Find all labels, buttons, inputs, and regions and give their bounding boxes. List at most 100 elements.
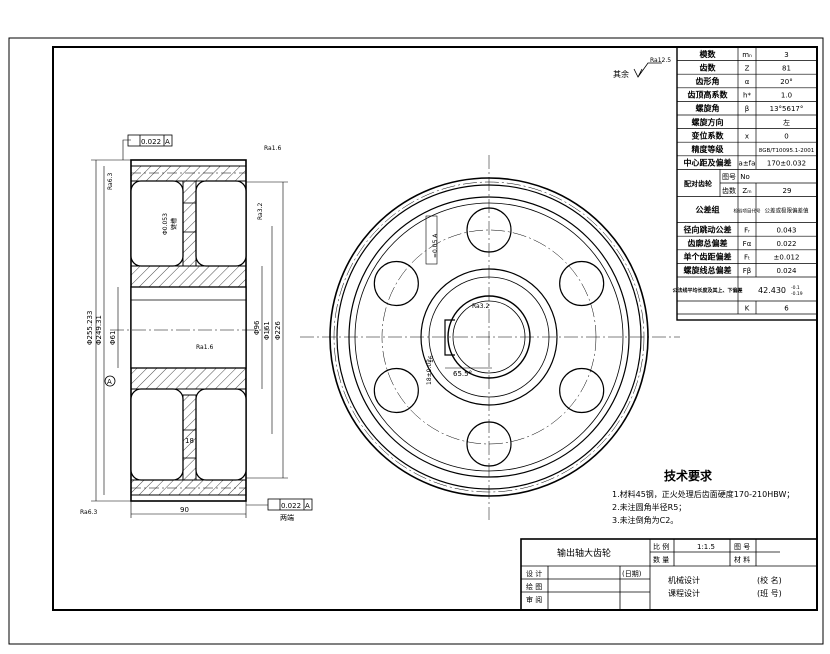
- tolerance-sym-0: Fᵣ: [744, 226, 750, 234]
- gear-param-val-6: 0: [784, 132, 788, 140]
- datum-ref-bottom: A: [305, 502, 310, 510]
- gear-param-val-1: 81: [782, 64, 791, 72]
- gear-param-val-3: 1.0: [781, 92, 792, 100]
- tol-group-label: 公差组: [696, 205, 720, 215]
- designer-label: 设 计: [526, 569, 542, 578]
- class-no: (班 号): [757, 588, 782, 598]
- mating-teeth-sym: Zₘ: [742, 187, 751, 195]
- tol-group-item-code: 检验项目代号: [734, 208, 761, 215]
- tolerance-sym-1: Fα: [743, 240, 752, 248]
- common-normal-value: 42.430: [758, 286, 786, 295]
- tolerance-name-3: 螺旋线总偏差: [684, 265, 732, 275]
- gear-param-name-3: 齿顶高系数: [688, 90, 729, 100]
- reviewer-label: 审 阅: [526, 595, 542, 604]
- roughness-bore: Ra1.6: [196, 344, 213, 351]
- mating-fig-val: No: [740, 173, 750, 181]
- keyway-label: 键槽: [170, 218, 178, 230]
- mating-teeth-key: 齿数: [722, 186, 736, 195]
- keyway-angle-dim: 65.5°: [453, 370, 472, 378]
- span-teeth-val-0: 6: [784, 305, 789, 313]
- rim-top: [130, 165, 247, 182]
- gear-param-sym-6: x: [745, 132, 749, 140]
- fig-no-label: 图 号: [734, 543, 750, 551]
- datum-a-symbol: [104, 375, 116, 387]
- rim-bottom: [130, 479, 247, 496]
- gear-param-name-4: 螺旋角: [696, 103, 720, 113]
- qty-label: 数 量: [653, 555, 669, 564]
- runout-tolerance-top: 0.022 A: [122, 134, 173, 160]
- inner-frame: [52, 46, 818, 611]
- runout-tolerance-bottom: 0.022 A 两端: [246, 498, 313, 522]
- common-normal-label: 公法线平均长度及其上、下偏差: [672, 287, 742, 294]
- tolerance-val-1: 0.022: [776, 240, 796, 248]
- datum-ref-top: A: [165, 138, 170, 146]
- lightening-hole-0: [466, 207, 512, 253]
- gear-param-val-0: 3: [784, 51, 788, 59]
- gear-param-name-2: 齿形角: [696, 76, 720, 86]
- outer-frame: [8, 37, 824, 645]
- common-normal-upper: -0.1: [791, 285, 800, 291]
- gear-param-val-4: 13°5617°: [770, 105, 804, 113]
- param-table-frame: [676, 46, 818, 321]
- keyway-roughness: Ra3.2: [472, 303, 489, 310]
- gear-param-name-5: 螺旋方向: [692, 117, 724, 127]
- title-block: 输出轴大齿轮 比 例 1:1.5 图 号 数 量 材 料 设 计 (日期) 绘 …: [520, 538, 818, 611]
- roughness-bottom-left: Ra6.3: [80, 509, 97, 516]
- tech-note-2: 2.未注圆角半径R5；: [612, 502, 686, 512]
- roughness-top-right: Ra1.6: [264, 145, 281, 152]
- gear-param-sym-4: β: [745, 105, 749, 113]
- runout-value-top: 0.022: [141, 138, 161, 146]
- dim-hole-circle-diameter: Φ161: [263, 321, 271, 340]
- lightening-holes: [373, 207, 605, 467]
- dim-web-diameter: Φ226: [274, 321, 282, 340]
- course-line-2: 课程设计: [668, 588, 700, 598]
- mating-fig-key: 图号: [722, 173, 736, 181]
- web-top: [182, 180, 197, 267]
- dim-tip-diameter: Φ255.233: [86, 311, 94, 345]
- date-label: (日期): [622, 570, 642, 578]
- tolerance-name-1: 齿廓总偏差: [688, 238, 728, 248]
- tolerance-sym-3: Fβ: [743, 267, 752, 275]
- technical-requirements: 技术要求 1.材料45钢，正火处理后齿面硬度170-210HBW； 2.未注圆角…: [612, 468, 794, 525]
- recess-right-bottom: [195, 388, 247, 481]
- part-name: 输出轴大齿轮: [557, 547, 611, 559]
- lightening-hole-2: [373, 367, 419, 414]
- gear-param-val-8: 170±0.032: [767, 160, 806, 168]
- keyway: [444, 319, 455, 356]
- dim-web-thickness: 18: [185, 437, 194, 445]
- runout-value-bottom: 0.022: [281, 502, 301, 510]
- gear-param-sym-0: mₙ: [742, 51, 752, 59]
- tolerance-val-0: 0.043: [776, 226, 796, 234]
- side-section-view: Φ255.233 Φ249.31 Φ61 Φ96 Φ161 Φ226 90 18…: [80, 134, 313, 522]
- dim-hub-diameter: Φ96: [253, 320, 261, 335]
- gear-param-val-7: 8GB/T10095.1-2001: [759, 148, 814, 154]
- dim-face-width: 90: [180, 506, 189, 514]
- bore: [130, 286, 247, 369]
- symmetry-tolerance: =0.05 A: [432, 233, 439, 258]
- gear-param-sym-3: h*: [743, 92, 751, 100]
- gear-param-sym-8: a±fa: [739, 160, 756, 168]
- scale-label: 比 例: [653, 542, 669, 551]
- tolerance-sym-2: Fₜ: [744, 254, 750, 262]
- tech-note-3: 3.未注倒角为C2。: [612, 515, 678, 525]
- course-line-1: 机械设计: [668, 575, 700, 585]
- roughness-symbol-icon: [633, 62, 662, 78]
- gear-param-name-7: 精度等级: [692, 144, 725, 154]
- common-normal-lower: -0.19: [791, 291, 803, 297]
- roughness-other-value: Ra12.5: [650, 57, 671, 64]
- tech-notes-title: 技术要求: [664, 468, 713, 483]
- gear-param-sym-1: Z: [745, 64, 750, 72]
- gear-param-name-6: 变位系数: [692, 130, 725, 140]
- tech-note-1: 1.材料45钢，正火处理后齿面硬度170-210HBW；: [612, 489, 794, 499]
- lightening-hole-3: [466, 421, 512, 467]
- dim-bore-diameter: Φ61: [109, 331, 117, 345]
- hub-bottom: [130, 367, 247, 390]
- tolerance-name-0: 径向跳动公差: [684, 224, 732, 234]
- lightening-hole-5: [559, 260, 605, 307]
- both-ends-note: 两端: [280, 513, 294, 522]
- gear-param-name-8: 中心距及偏差: [684, 158, 732, 168]
- recess-left-bottom: [130, 388, 184, 481]
